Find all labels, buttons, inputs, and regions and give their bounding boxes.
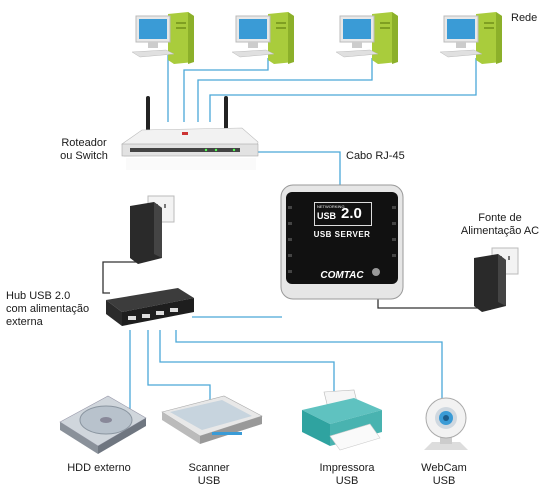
usb-hub xyxy=(104,286,196,337)
external-hdd xyxy=(56,392,148,461)
usb-server: NETWORKING USB 2.0 USB SERVER COMTAC xyxy=(280,184,404,300)
power-supply-label: Fonte de Alimentação AC xyxy=(460,212,540,237)
computer-icon xyxy=(131,12,194,64)
router-icon xyxy=(121,96,259,170)
usb-server-brand: COMTAC xyxy=(320,270,364,281)
printer xyxy=(300,388,386,461)
router-label: Roteador ou Switch xyxy=(60,137,108,162)
badge-networking: NETWORKING xyxy=(317,204,345,209)
scanner-icon xyxy=(161,395,263,444)
computer-icon xyxy=(335,12,398,64)
network-label: Rede xyxy=(511,12,538,24)
webcam-icon xyxy=(424,397,468,450)
cable-label: Cabo RJ-45 xyxy=(346,150,405,162)
scanner xyxy=(160,394,264,455)
usb-server-name: USB SERVER xyxy=(313,230,371,239)
hub-label: Hub USB 2.0 com alimentação externa xyxy=(6,290,90,328)
server-power-adapter xyxy=(470,246,520,321)
hub-power-adapter xyxy=(126,194,176,275)
computer-1 xyxy=(131,10,200,70)
webcam-label: WebCam USB xyxy=(421,462,467,487)
computer-icon xyxy=(439,12,502,64)
power-adapter-icon xyxy=(474,247,519,312)
printer-label: Impressora USB xyxy=(319,462,375,487)
scanner-label: Scanner USB xyxy=(188,462,230,487)
power-adapter-icon xyxy=(130,195,175,264)
computer-3 xyxy=(335,10,404,70)
router xyxy=(116,94,262,179)
usb-hub-icon xyxy=(106,288,194,326)
printer-icon xyxy=(302,389,382,451)
badge-version: 2.0 xyxy=(341,205,362,222)
usb-server-icon xyxy=(280,184,404,300)
webcam xyxy=(416,394,476,463)
computer-icon xyxy=(231,12,294,64)
hdd-label: HDD externo xyxy=(67,462,131,474)
computer-4 xyxy=(439,10,508,70)
computer-2 xyxy=(231,10,300,70)
hdd-icon xyxy=(59,395,147,454)
usb-server-badge: NETWORKING USB 2.0 xyxy=(314,202,372,226)
badge-usb: USB xyxy=(317,211,337,221)
